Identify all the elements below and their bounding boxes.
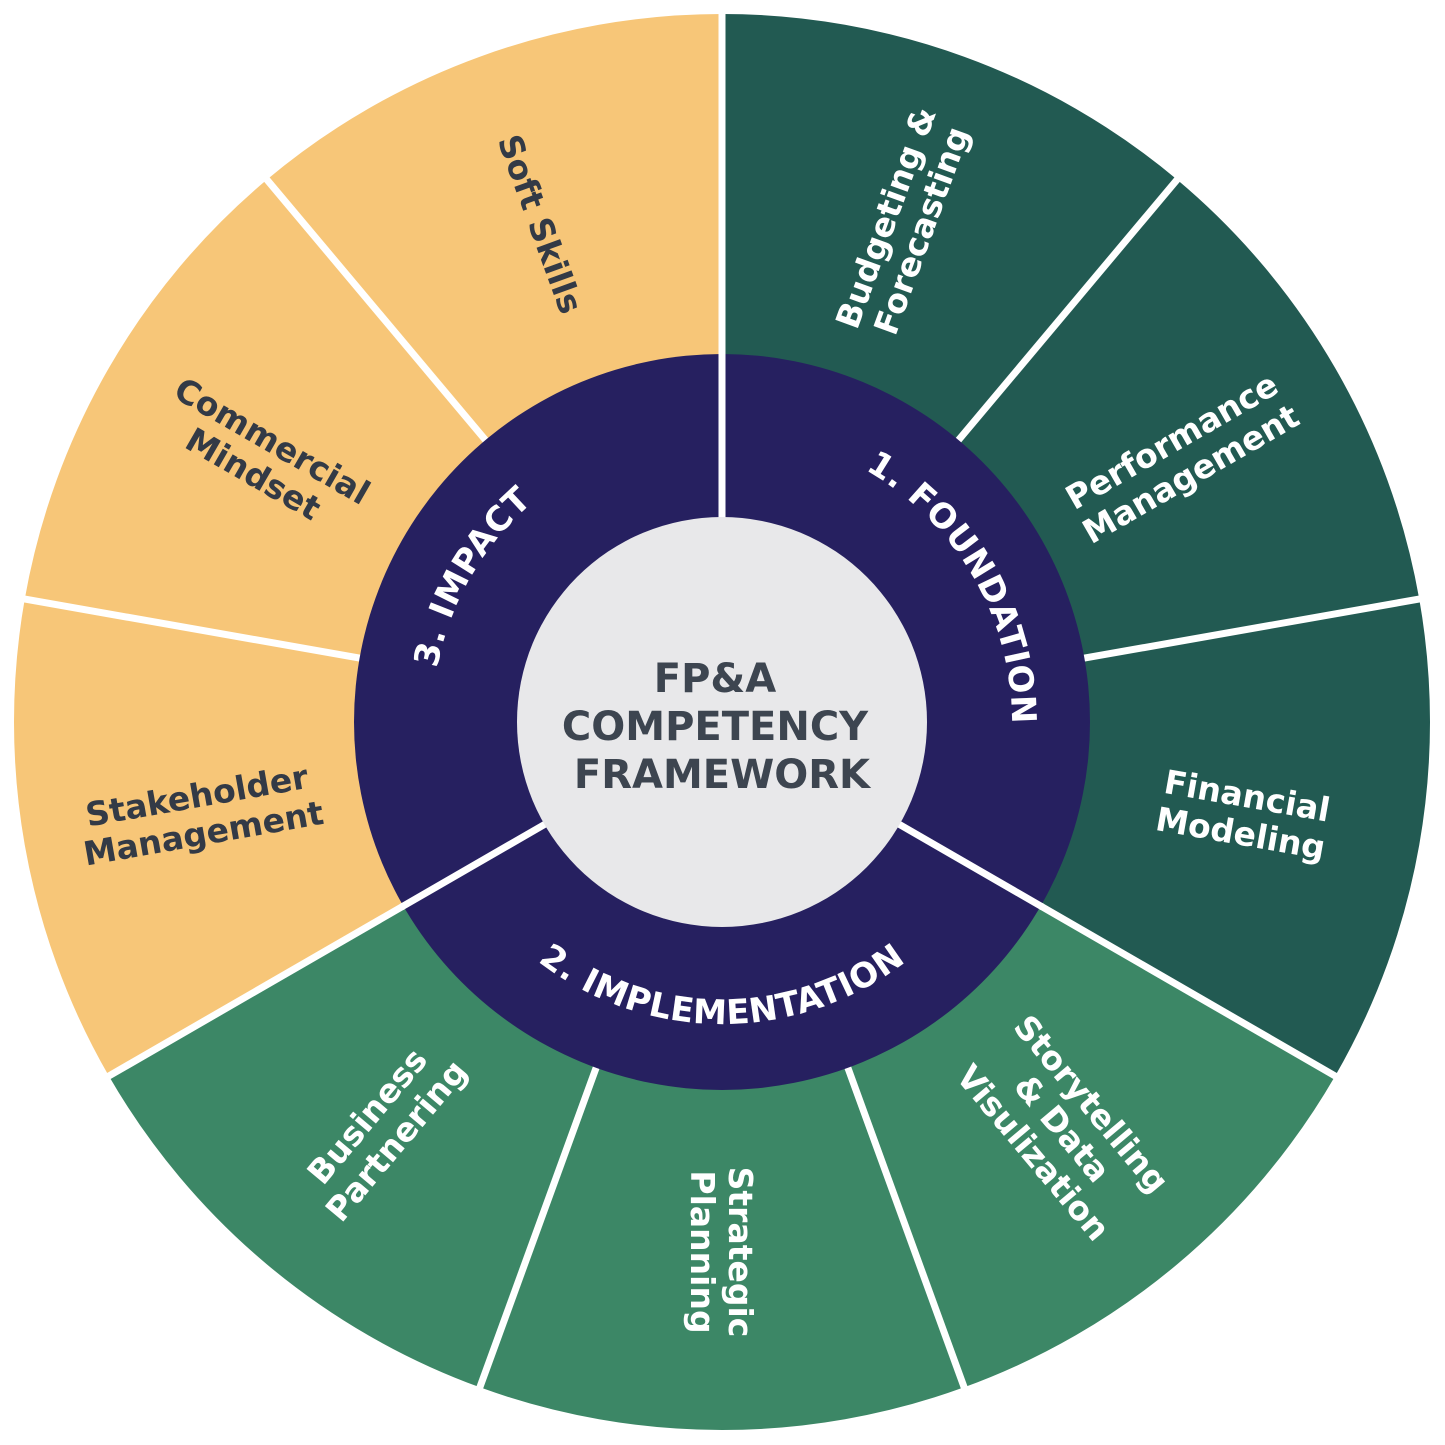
segment-divider bbox=[22, 595, 366, 663]
center-title-line-2: COMPETENCY bbox=[562, 704, 869, 750]
label-strategic-planning: StrategicPlanning bbox=[683, 1167, 760, 1338]
ring-divider bbox=[894, 819, 1045, 911]
segment-divider bbox=[475, 1061, 602, 1391]
center-title-line-3: FRAMEWORK bbox=[574, 752, 872, 798]
segment-soft-skills bbox=[266, 14, 722, 444]
segment-storytelling-data-visulization bbox=[846, 903, 1336, 1388]
center-circle bbox=[517, 517, 927, 927]
segment-budgeting-forecasting bbox=[722, 14, 1178, 444]
segment-divider bbox=[1078, 595, 1422, 663]
segment-divider bbox=[262, 175, 492, 447]
ring-divider bbox=[399, 819, 550, 911]
segment-divider bbox=[842, 1061, 969, 1391]
label-strategic-planning-line-1: Strategic bbox=[721, 1167, 760, 1338]
segment-divider bbox=[952, 175, 1182, 447]
segment-strategic-planning bbox=[479, 1063, 965, 1430]
center-title-line-1: FP&A bbox=[654, 656, 777, 702]
segment-divider bbox=[1034, 900, 1339, 1081]
outer-segments: Budgeting &ForecastingPerformanceManagem… bbox=[13, 12, 1430, 1430]
label-strategic-planning-line-2: Planning bbox=[683, 1170, 722, 1333]
segment-divider bbox=[105, 900, 410, 1081]
segment-performance-management bbox=[955, 179, 1420, 659]
segment-business-partnering bbox=[108, 903, 598, 1388]
segment-commercial-mindset bbox=[24, 179, 489, 659]
center-title: FP&A COMPETENCY FRAMEWORK bbox=[562, 656, 882, 798]
